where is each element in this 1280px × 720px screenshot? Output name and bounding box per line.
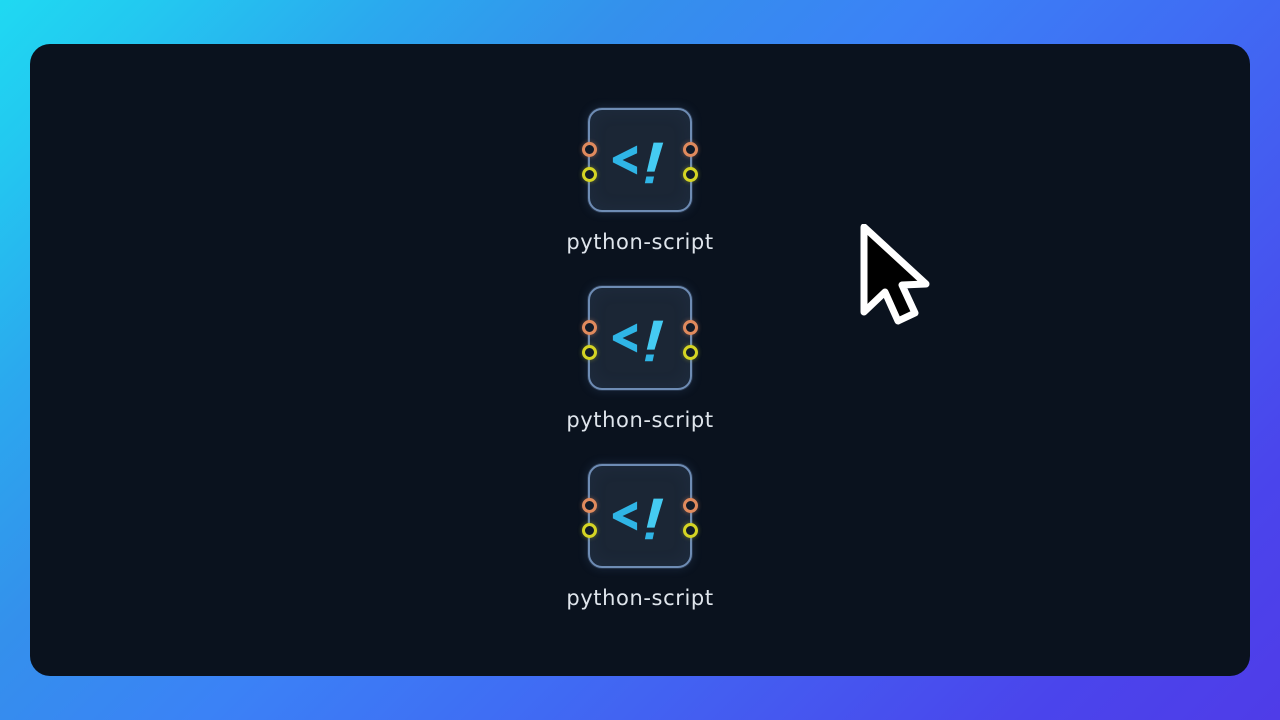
input-port-primary[interactable] (582, 142, 597, 157)
output-port-primary[interactable] (683, 320, 698, 335)
node-body[interactable] (582, 464, 698, 568)
output-port-secondary[interactable] (683, 523, 698, 538)
code-script-icon (612, 320, 664, 362)
input-port-primary[interactable] (582, 320, 597, 335)
output-port-primary[interactable] (683, 498, 698, 513)
input-port-primary[interactable] (582, 498, 597, 513)
node-label: python-script (566, 408, 714, 432)
node-0[interactable]: python-script (30, 108, 1250, 254)
node-label: python-script (566, 230, 714, 254)
code-script-icon (612, 498, 664, 540)
node-editor-canvas[interactable]: python-script python-script python-script (30, 44, 1250, 676)
input-port-secondary[interactable] (582, 345, 597, 360)
output-port-primary[interactable] (683, 142, 698, 157)
input-port-secondary[interactable] (582, 167, 597, 182)
node-2[interactable]: python-script (30, 464, 1250, 610)
code-script-icon (612, 142, 664, 184)
node-body[interactable] (582, 108, 698, 212)
node-body[interactable] (582, 286, 698, 390)
output-port-secondary[interactable] (683, 167, 698, 182)
input-port-secondary[interactable] (582, 523, 597, 538)
node-1[interactable]: python-script (30, 286, 1250, 432)
node-label: python-script (566, 586, 714, 610)
output-port-secondary[interactable] (683, 345, 698, 360)
node-layer: python-script python-script python-script (30, 44, 1250, 676)
